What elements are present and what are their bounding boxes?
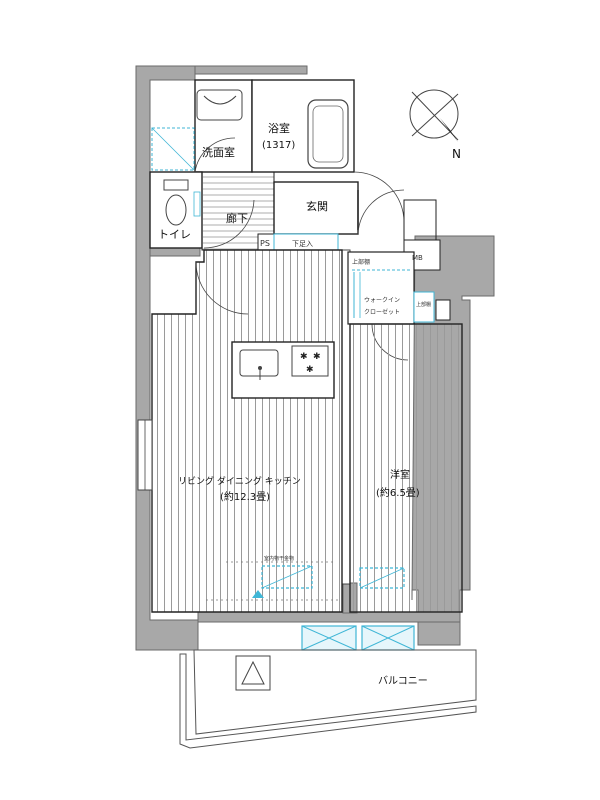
balcony-outline [193,649,477,735]
labels: 洗面室 浴室 (1317) トイレ 廊下 玄関 PS 下足入 上部棚 ウォークイ… [158,121,431,687]
upper-shelf-box [413,291,435,323]
toilet-bowl [165,194,187,226]
entrance-door-swing [357,189,405,235]
label-toilet: トイレ [158,228,191,241]
wet-area [149,79,405,251]
label-entrance: 玄関 [306,199,328,213]
bathtub [307,99,349,169]
ldk: ✱ ✱ ✱ [137,249,343,613]
compass-north-label: N [452,147,461,161]
label-living-size: (約12.3畳) [220,490,270,503]
label-floor-heating: 室内物干金物 [264,555,294,562]
label-western: 洋室 [390,468,410,481]
label-hallway: 廊下 [226,211,248,225]
wall-top [194,65,308,75]
compass-arrow-icon [440,118,458,142]
label-western-size: (約6.5畳) [376,486,420,499]
label-walk-in-1: ウォークイン [364,296,400,304]
svg-text:✱: ✱ [313,352,321,362]
compass: N [409,89,461,161]
toilet-tank [163,179,189,191]
svg-text:✱: ✱ [300,352,308,362]
ldk-floor [151,249,343,613]
wall-bottom [197,611,461,623]
western-window-box [359,567,405,589]
walk-in-closet [347,251,415,325]
label-shoe-storage: 下足入 [292,240,313,248]
washbasin [196,89,243,121]
label-living: リビング ダイニング キッチン [178,475,301,487]
floor-heating-box [261,565,313,589]
balcony [179,649,477,749]
svg-text:✱: ✱ [306,365,314,375]
label-ps: PS [260,239,270,248]
balcony-doors [301,625,415,651]
western-floor [349,323,463,613]
label-washroom: 洗面室 [202,145,235,159]
kitchen-sink [239,349,279,377]
label-upper-shelf-2: 上部棚 [416,301,431,308]
entrance-area [273,181,359,235]
cooktop [291,345,329,377]
label-walk-in-2: クローゼット [364,308,400,316]
label-balcony: バルコニー [378,675,428,687]
label-mb: MB [412,254,423,262]
label-bathroom: 浴室 [268,121,290,135]
western-room [349,323,463,613]
label-bathroom-size: (1317) [262,140,295,151]
closet [347,251,451,361]
label-upper-shelf-1: 上部棚 [352,258,370,266]
